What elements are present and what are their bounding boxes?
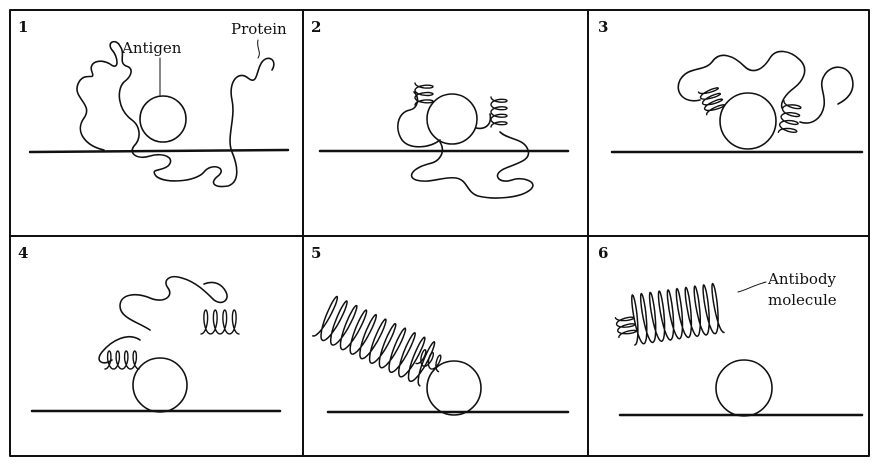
panel-3: 3 — [598, 18, 862, 152]
antigen-sphere — [716, 360, 772, 416]
panel-number-1: 1 — [18, 18, 28, 36]
helix-path — [313, 297, 435, 386]
helix-coil-small — [615, 317, 636, 337]
panel-number-3: 3 — [598, 18, 608, 36]
helix-path — [632, 284, 724, 345]
antigen-sphere — [427, 94, 477, 144]
panel-number-5: 5 — [311, 244, 321, 262]
protein-pointer — [258, 40, 260, 58]
panel-2: 2 — [311, 18, 568, 198]
antibody-pointer — [738, 282, 766, 292]
protein-label: Protein — [231, 20, 287, 38]
folding-protein-chain — [678, 51, 853, 123]
helix-path — [491, 97, 507, 127]
helix-path — [699, 88, 725, 115]
panel-grid — [10, 10, 869, 456]
helix-coil-left — [699, 88, 725, 115]
antigen-sphere — [720, 93, 776, 149]
panel-4: 4 — [18, 244, 280, 412]
surface-line — [30, 150, 288, 152]
helix-coil-right — [491, 97, 507, 127]
panel-number-4: 4 — [18, 244, 28, 262]
panel-number-6: 6 — [598, 244, 608, 262]
panel-1: 1 Antigen Protein — [18, 18, 288, 187]
antibody-label-line1: Antibody — [767, 270, 837, 288]
antigen-sphere — [140, 96, 186, 142]
antibody-helix-bundle — [313, 297, 435, 386]
unfolded-protein-chain — [77, 42, 274, 187]
panel-number-2: 2 — [311, 18, 321, 36]
panel-6: 6 Antibody molecule — [598, 244, 862, 416]
antigen-sphere — [427, 361, 481, 415]
folding-protein-chain — [398, 92, 533, 198]
antigen-sphere — [133, 358, 187, 412]
antigen-label: Antigen — [121, 39, 182, 57]
antibody-helix-bundle — [632, 284, 724, 345]
helix-path — [615, 317, 636, 337]
helix-coil-right — [201, 310, 239, 334]
helix-coil-left — [105, 351, 139, 369]
panel-5: 5 — [311, 244, 568, 415]
antibody-label-line2: molecule — [768, 291, 837, 309]
helix-path — [201, 310, 239, 334]
helix-path — [105, 351, 139, 369]
